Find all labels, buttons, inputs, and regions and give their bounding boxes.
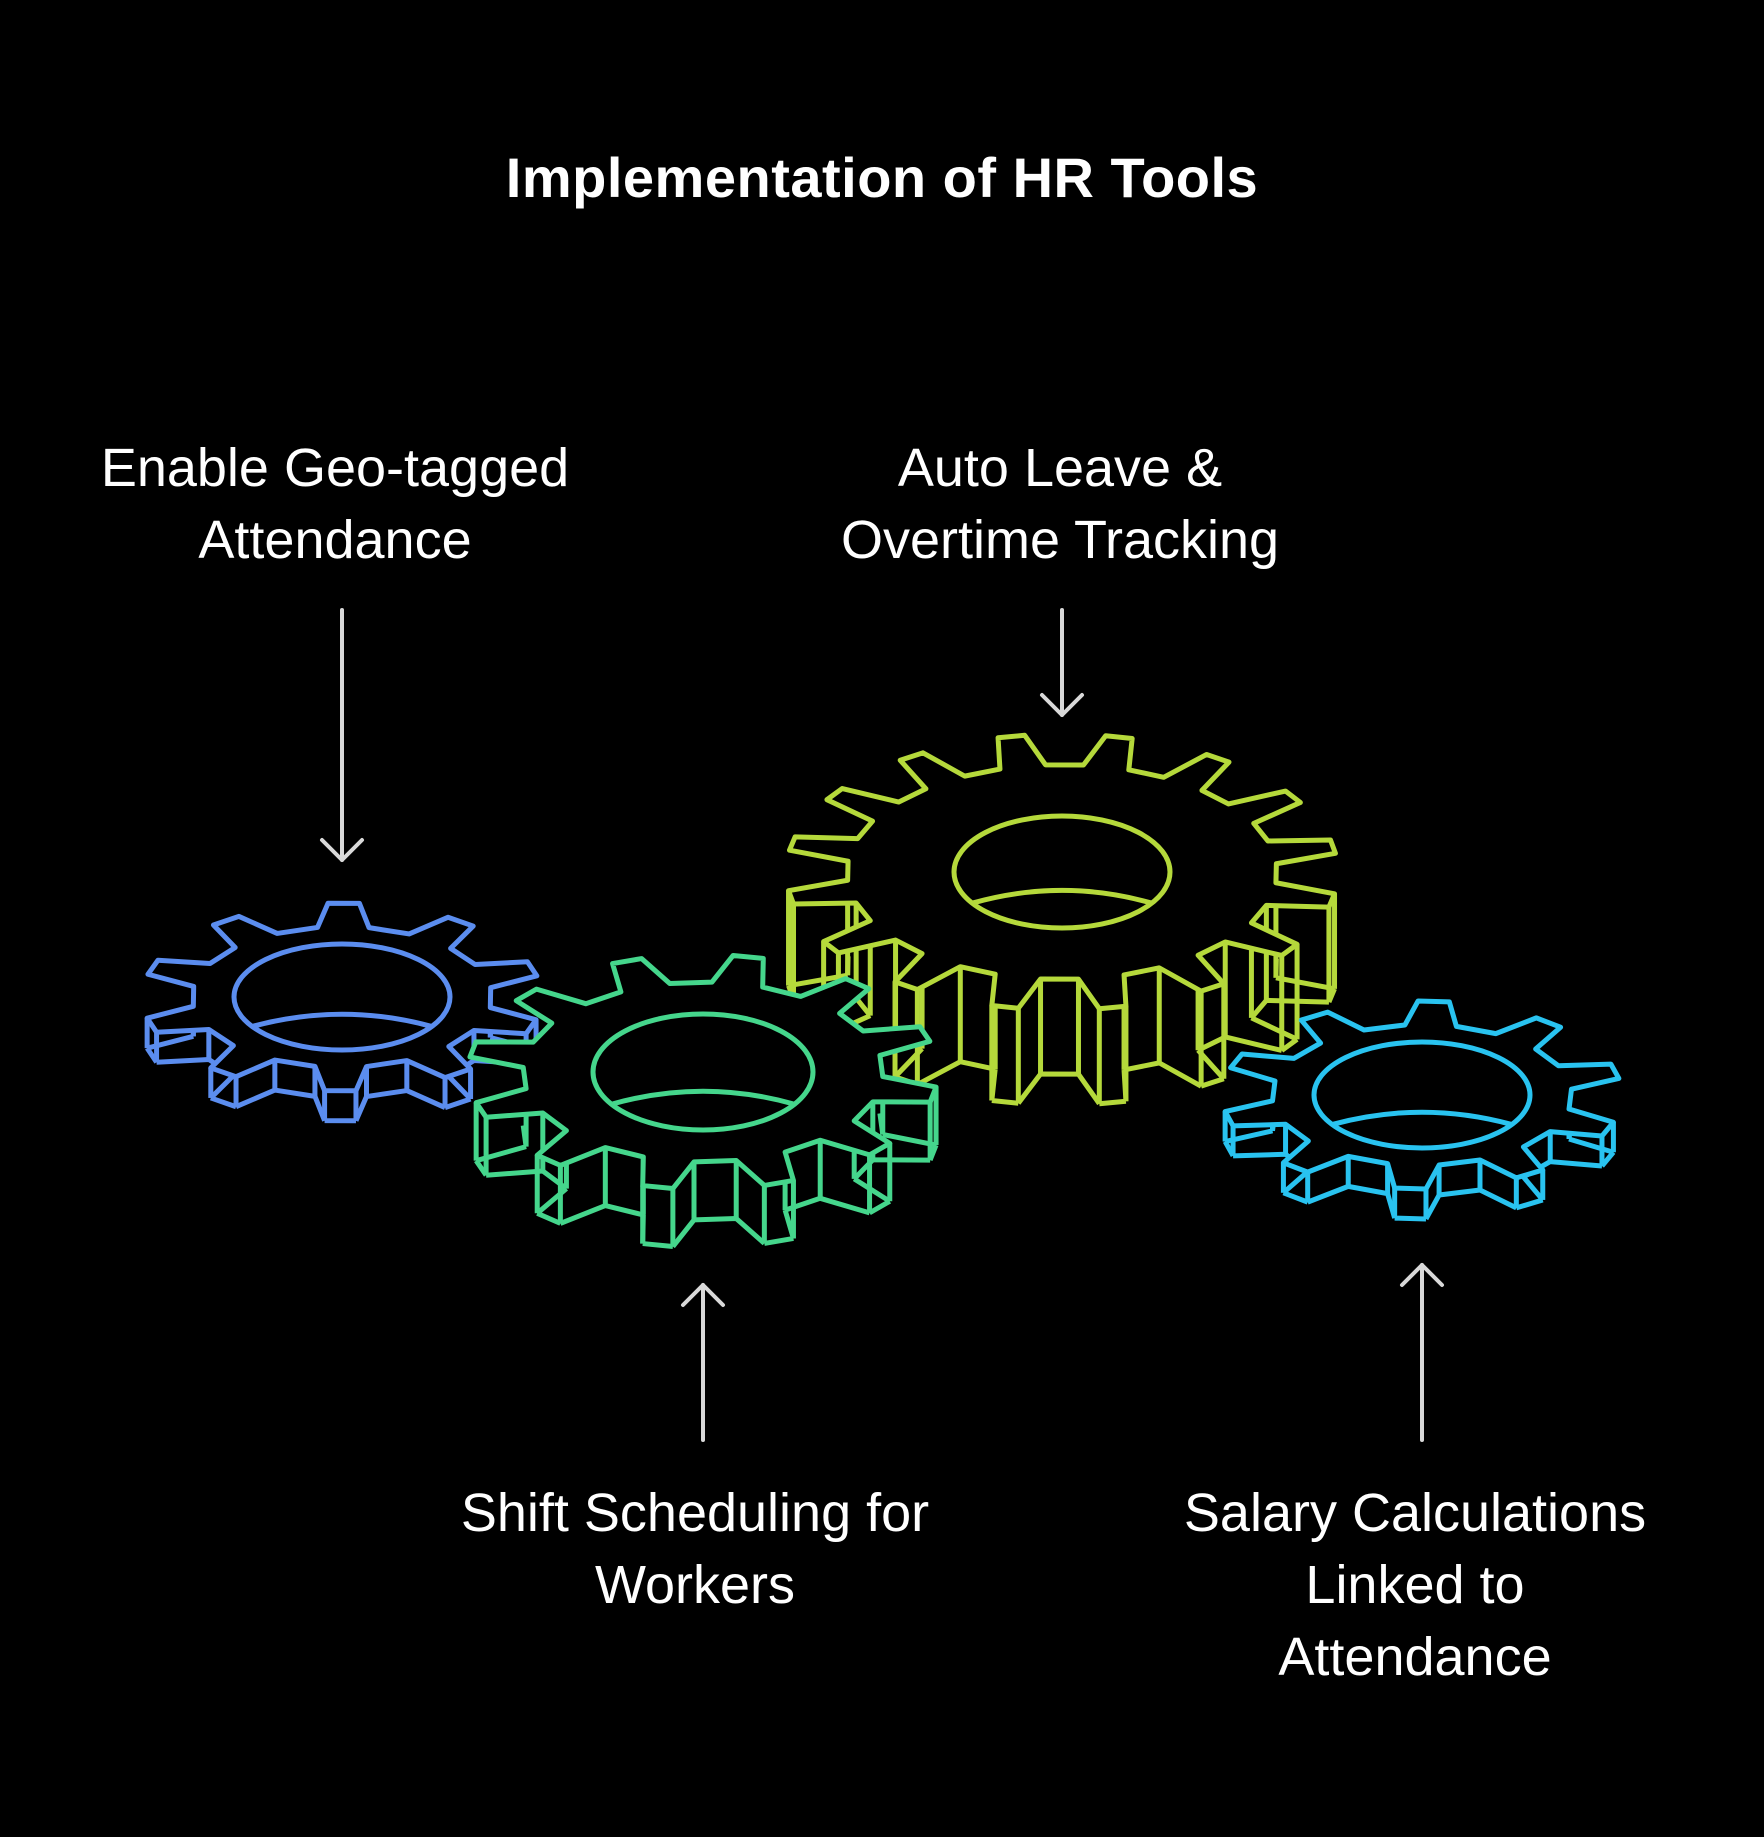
arrow-down-icon — [1040, 608, 1084, 717]
label-line: Auto Leave & — [897, 438, 1223, 498]
arrow-up-icon — [681, 1283, 725, 1442]
gear-icon — [1222, 998, 1622, 1222]
label-auto-leave-overtime: Auto Leave & Overtime Tracking — [790, 432, 1330, 576]
arrows-group — [320, 608, 1444, 1442]
label-line: Shift Scheduling for — [460, 1483, 930, 1543]
arrow-down-icon — [320, 608, 364, 862]
label-line: Workers — [594, 1555, 796, 1615]
gears-group — [144, 732, 1622, 1250]
arrow-up-icon — [1400, 1263, 1444, 1442]
label-line: Attendance — [198, 510, 472, 570]
gear-icon — [144, 900, 540, 1124]
label-line: Linked to — [1305, 1555, 1525, 1615]
label-shift-scheduling: Shift Scheduling for Workers — [400, 1477, 990, 1621]
label-salary-calculations: Salary Calculations Linked to Attendance — [1130, 1477, 1700, 1693]
label-line: Overtime Tracking — [840, 510, 1280, 570]
gear-icon — [467, 952, 939, 1250]
label-line: Attendance — [1278, 1627, 1552, 1687]
label-geo-tagged-attendance: Enable Geo-tagged Attendance — [55, 432, 615, 576]
label-line: Enable Geo-tagged — [100, 438, 570, 498]
page-title: Implementation of HR Tools — [505, 146, 1259, 209]
label-line: Salary Calculations — [1183, 1483, 1647, 1543]
